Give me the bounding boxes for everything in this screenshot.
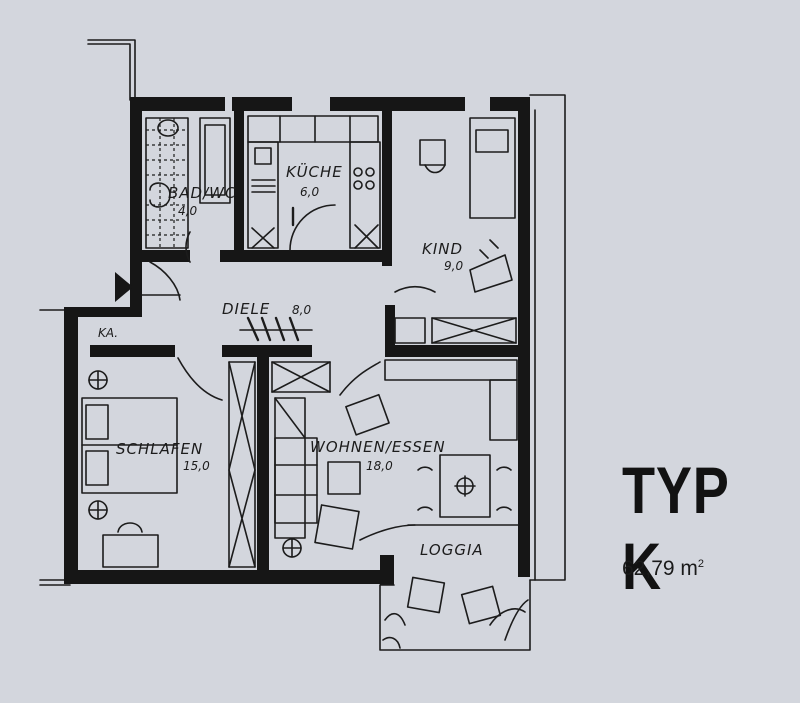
kitchen-fixtures [247,115,381,251]
plan-title: TYP K [622,453,729,603]
diele-area: 8,0 [292,303,311,317]
total-area-unit: m [680,557,698,580]
wohnen-fixtures [271,359,519,558]
schlafen-fixtures [81,357,256,568]
wohnen-label: WOHNEN/ESSEN [310,438,446,456]
schlafen-label: SCHLAFEN [116,440,203,458]
kueche-label: KÜCHE [286,162,343,181]
loggia-fixtures [379,576,531,651]
total-area-value: 62,79 [622,557,675,580]
kind-area: 9,0 [444,259,463,273]
kind-label: KIND [422,240,463,258]
outer-lines [39,39,566,586]
wohnen-area: 18,0 [366,459,393,473]
walls [64,97,530,585]
total-area-unit-sup: 2 [697,558,705,570]
bad-label: BAD/WC [168,184,236,202]
schlafen-area: 15,0 [183,459,210,473]
diele-fixtures [115,261,313,342]
loggia-label: LOGGIA [420,541,484,559]
diele-label: DIELE [222,300,270,318]
total-area: 62,79 m2 [622,557,704,581]
bad-area: 4,0 [178,204,197,218]
ka-label: KA. [98,326,118,340]
kind-fixtures [394,117,517,344]
bath-fixtures [145,117,231,263]
room-labels: BAD/WC 4,0 KÜCHE 6,0 KIND 9,0 DIELE 8,0 … [98,162,484,559]
kueche-area: 6,0 [300,185,319,199]
